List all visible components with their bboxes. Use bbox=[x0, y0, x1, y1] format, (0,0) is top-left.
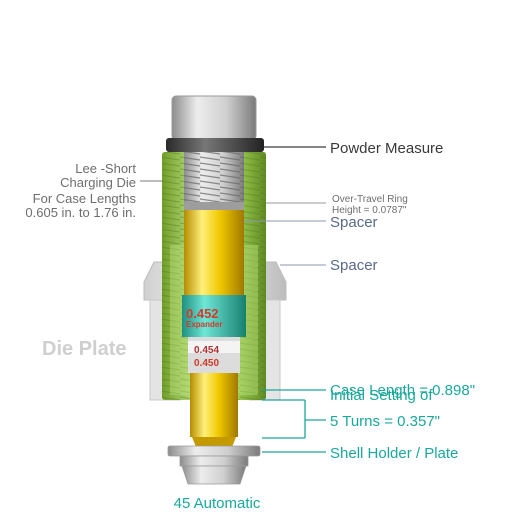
expander-size-word: Expander bbox=[186, 320, 222, 329]
spacer-lower-label: Spacer bbox=[330, 257, 378, 274]
measuring-insert bbox=[188, 337, 240, 373]
expander-band bbox=[182, 295, 246, 337]
powder-measure-adapter bbox=[166, 95, 264, 152]
dimension-upper: 0.454 bbox=[194, 345, 219, 356]
leader-lines bbox=[140, 146, 326, 453]
dimension-lower: 0.450 bbox=[194, 358, 219, 369]
case-length-label: Case Length = 0.898" bbox=[330, 382, 475, 399]
over-travel-label-line1: Over-Travel Ring bbox=[332, 194, 408, 205]
initial-setting-label: Initial Setting of bbox=[330, 387, 433, 404]
die-name-line1: Lee -Short bbox=[75, 161, 136, 176]
turns-label: 5 Turns = 0.357" bbox=[330, 413, 440, 430]
cartridge-case bbox=[190, 373, 238, 447]
over-travel-label-line2: Height = 0.0787" bbox=[332, 205, 407, 216]
cartridge-label: 45 Automatic bbox=[174, 495, 261, 512]
powder-measure-label: Powder Measure bbox=[330, 140, 443, 157]
die-note-line1: For Case Lengths bbox=[33, 191, 137, 206]
die-plate-label: Die Plate bbox=[42, 338, 126, 360]
expander-size-value: 0.452 bbox=[186, 306, 219, 321]
threaded-insert bbox=[184, 152, 244, 210]
shell-holder-label: Shell Holder / Plate bbox=[330, 445, 458, 462]
shell-holder bbox=[167, 445, 261, 485]
spacer-upper-label: Spacer bbox=[330, 214, 378, 231]
die-note-line2: 0.605 in. to 1.76 in. bbox=[25, 205, 136, 220]
die-name-line2: Charging Die bbox=[60, 175, 136, 190]
brass-tube bbox=[184, 210, 244, 300]
